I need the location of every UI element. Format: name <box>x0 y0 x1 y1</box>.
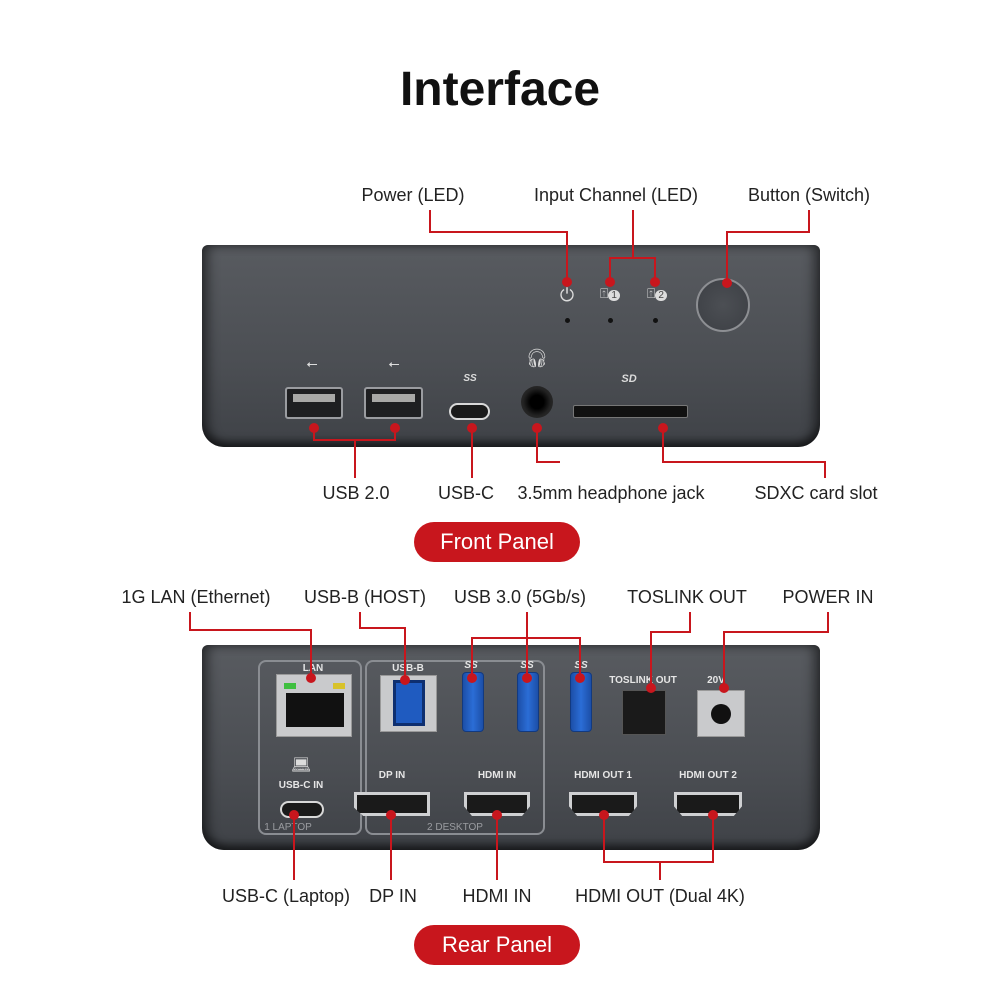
hdmi-out2-text: HDMI OUT 2 <box>679 770 737 781</box>
rear-panel-device: LAN USB-B SS SS SS TOSLINK OUT 20V 💻︎ US… <box>202 645 820 850</box>
desktop-group-frame <box>365 660 545 835</box>
label-input-channel-led: Input Channel (LED) <box>533 185 699 205</box>
superspeed-icon: SS <box>464 660 478 671</box>
sd-icon: SD <box>621 373 637 385</box>
label-usbb: USB-B (HOST) <box>303 587 427 607</box>
switch-button[interactable] <box>696 278 750 332</box>
page-title: Interface <box>399 63 601 116</box>
label-button-switch: Button (Switch) <box>747 185 871 205</box>
usb3-port-2 <box>517 672 539 732</box>
headphone-icon: 🎧︎ <box>525 348 549 368</box>
channel-2-icon: ⍐2 <box>647 285 667 302</box>
label-dp-in: DP IN <box>369 886 417 906</box>
usbb-text: USB-B <box>392 663 424 674</box>
usbc-laptop-port <box>280 801 324 818</box>
channel-1-led <box>608 318 613 323</box>
hdmi-out1-text: HDMI OUT 1 <box>574 770 632 781</box>
dp-in-port <box>354 792 430 816</box>
hdmi-in-text: HDMI IN <box>477 770 517 781</box>
label-lan: 1G LAN (Ethernet) <box>121 587 271 607</box>
rear-panel-badge: Rear Panel <box>414 925 580 965</box>
usbc-in-text: USB-C IN <box>278 780 324 791</box>
sd-card-slot <box>573 405 688 418</box>
label-usbc-laptop: USB-C (Laptop) <box>221 886 351 906</box>
label-power-in: POWER IN <box>782 587 874 607</box>
laptop-text: 1 LAPTOP <box>264 822 312 833</box>
channel-2-led <box>653 318 658 323</box>
headphone-jack <box>521 386 553 418</box>
label-toslink: TOSLINK OUT <box>627 587 747 607</box>
toslink-port <box>622 690 666 735</box>
power-icon: ⏻ <box>559 285 575 305</box>
laptop-icon: 💻︎ <box>290 757 312 774</box>
hdmi-in-port <box>464 792 530 816</box>
superspeed-icon: SS <box>574 660 588 671</box>
lan-port <box>276 674 352 737</box>
usb3-port-1 <box>462 672 484 732</box>
power-led <box>565 318 570 323</box>
lan-activity-led <box>333 683 345 689</box>
usb2-port-2 <box>364 387 423 419</box>
lan-text: LAN <box>302 663 324 674</box>
superspeed-icon: SS <box>463 373 477 384</box>
toslink-text: TOSLINK OUT <box>609 675 677 686</box>
label-headphone-jack: 3.5mm headphone jack <box>517 483 705 503</box>
dp-in-text: DP IN <box>378 770 406 781</box>
usbb-port <box>380 675 437 732</box>
front-panel-device: ⏻ ⍐1 ⍐2 ⭠ ⭠ SS 🎧︎ SD <box>202 245 820 447</box>
label-usb2: USB 2.0 <box>322 483 390 503</box>
power-jack <box>697 690 745 737</box>
label-hdmi-out: HDMI OUT (Dual 4K) <box>575 886 745 906</box>
power-text: 20V <box>707 675 725 686</box>
label-usbc: USB-C <box>437 483 495 503</box>
usbc-port-front <box>449 403 490 420</box>
desktop-text: 2 DESKTOP <box>427 822 483 833</box>
label-power-led: Power (LED) <box>361 185 465 205</box>
usb3-port-3 <box>570 672 592 732</box>
usb2-port-1 <box>285 387 343 419</box>
superspeed-icon: SS <box>520 660 534 671</box>
usb-icon: ⭠ <box>306 355 318 371</box>
lan-link-led <box>284 683 296 689</box>
usb-icon: ⭠ <box>388 355 400 371</box>
label-sdxc: SDXC card slot <box>754 483 878 503</box>
hdmi-out1-port <box>569 792 637 816</box>
front-panel-badge: Front Panel <box>414 522 580 562</box>
label-hdmi-in: HDMI IN <box>462 886 532 906</box>
hdmi-out2-port <box>674 792 742 816</box>
label-usb3: USB 3.0 (5Gb/s) <box>453 587 587 607</box>
channel-1-icon: ⍐1 <box>600 285 620 302</box>
